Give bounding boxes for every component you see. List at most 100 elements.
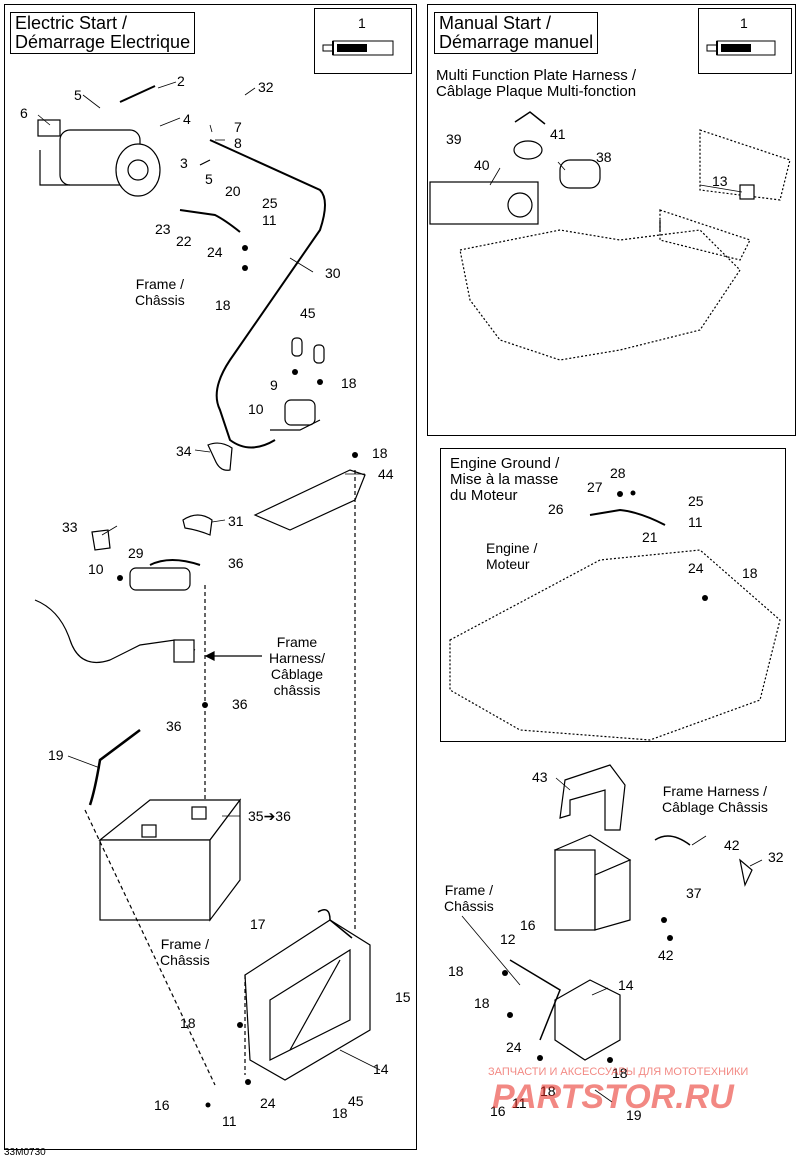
manual-start-panel: [427, 4, 796, 436]
electric-start-panel: [4, 4, 417, 1150]
engine-ground-line3: du Moteur: [450, 487, 518, 504]
frame-harness-label: Frame Harness/ Câblage châssis: [262, 634, 332, 698]
callout-18-f: 18: [742, 565, 758, 581]
mfp-harness-line1: Multi Function Plate Harness /: [436, 67, 637, 84]
battery-strap-43: [559, 764, 626, 831]
callout-29: 29: [128, 545, 144, 561]
callout-42-top: 42: [724, 837, 740, 853]
battery-tray-right: [554, 979, 621, 1061]
callout-31: 31: [228, 513, 244, 529]
callout-42-bottom: 42: [658, 947, 674, 963]
callout-18-b: 18: [341, 375, 357, 391]
callout-37: 37: [686, 885, 702, 901]
callout-1-right: 1: [740, 15, 748, 31]
callout-30: 30: [325, 265, 341, 281]
callout-21: 21: [642, 529, 658, 545]
frame-label-1-line2: Châssis: [135, 292, 185, 308]
engine-label-line1: Engine /: [486, 540, 538, 556]
callout-15: 15: [395, 989, 411, 1005]
callout-32-right: 32: [768, 849, 784, 865]
callout-18-j: 18: [540, 1083, 556, 1099]
callout-11-left-top: 11: [262, 212, 277, 228]
callout-17: 17: [250, 916, 266, 932]
mfp-harness-label: Multi Function Plate Harness / Câblage P…: [436, 68, 636, 100]
frame-harness-line3: Câblage: [270, 666, 324, 682]
callout-20: 20: [225, 183, 241, 199]
frame-label-2: Frame / Châssis: [160, 936, 210, 968]
electric-start-title: Electric Start / Démarrage Electrique: [10, 12, 196, 54]
watermark-tagline: ЗАПЧАСТИ И АКСЕССУАРЫ ДЛЯ МОТОТЕХНИКИ: [488, 1066, 749, 1078]
relay-cable: [129, 559, 201, 591]
callout-25-right: 25: [688, 493, 704, 509]
frame-harness-right-line1: Frame Harness /: [662, 783, 768, 799]
sealant-box-right: [698, 8, 792, 74]
callout-22: 22: [176, 233, 192, 249]
callout-43: 43: [532, 769, 548, 785]
battery: [98, 798, 242, 922]
callout-1-left: 1: [358, 15, 366, 31]
callout-3: 3: [180, 155, 188, 171]
callout-24-left-bottom: 24: [260, 1095, 276, 1111]
battery-tray: [244, 919, 371, 1081]
callout-5-mid: 5: [205, 171, 213, 187]
callout-18-c: 18: [372, 445, 388, 461]
callout-25-left: 25: [262, 195, 278, 211]
callout-10-bottom: 10: [88, 561, 104, 577]
electric-title-line1: Electric Start /: [15, 13, 128, 33]
frame-label-2-line2: Châssis: [160, 952, 210, 968]
callout-45-bottom: 45: [348, 1093, 364, 1109]
diagram-code: 33M0730: [4, 1147, 46, 1158]
frame-label-3-line1: Frame /: [444, 882, 494, 898]
callout-10-top: 10: [248, 401, 264, 417]
callout-36-a: 36: [228, 555, 244, 571]
callout-41: 41: [550, 126, 566, 142]
callout-13: 13: [712, 173, 728, 189]
battery-right: [553, 834, 632, 931]
manual-start-title: Manual Start / Démarrage manuel: [434, 12, 599, 54]
frame-harness-line1: Frame: [276, 634, 318, 650]
manual-title-line1: Manual Start /: [439, 13, 552, 33]
sealant-tube-icon: [706, 40, 776, 56]
callout-6: 6: [20, 105, 28, 121]
callout-24-right-bottom: 24: [506, 1039, 522, 1055]
callout-16-a: 16: [154, 1097, 170, 1113]
callout-18-h: 18: [474, 995, 490, 1011]
engine-ground-line1: Engine Ground /: [450, 455, 560, 472]
engine-label: Engine / Moteur: [486, 540, 537, 572]
callout-18-g: 18: [448, 963, 464, 979]
starter-solenoid: [270, 399, 321, 431]
engine-label-line2: Moteur: [486, 556, 530, 572]
callout-2: 2: [177, 73, 185, 89]
callout-45-top: 45: [300, 305, 316, 321]
callout-39: 39: [446, 131, 462, 147]
callout-35: 35➔36: [248, 808, 291, 824]
callout-27: 27: [587, 479, 603, 495]
callout-18-i: 18: [612, 1065, 628, 1081]
callout-4: 4: [183, 111, 191, 127]
callout-16-c: 16: [490, 1103, 506, 1119]
frame-harness-right-line2: Câblage Châssis: [662, 799, 768, 815]
callout-18-d: 18: [180, 1015, 196, 1031]
electric-title-line2: Démarrage Electrique: [15, 32, 191, 52]
frame-label-3: Frame / Châssis: [444, 882, 494, 914]
callout-18-a: 18: [215, 297, 231, 313]
callout-33: 33: [62, 519, 78, 535]
callout-16-b: 16: [520, 917, 536, 933]
callout-36-b: 36: [232, 696, 248, 712]
callout-32-left: 32: [258, 79, 274, 95]
callout-8: 8: [234, 135, 242, 151]
callout-5-top: 5: [74, 87, 82, 103]
frame-label-3-line2: Châssis: [444, 898, 494, 914]
callout-11-left-bottom: 11: [222, 1113, 237, 1129]
callout-38: 38: [596, 149, 612, 165]
sealant-box-left: [314, 8, 412, 74]
callout-18-e: 18: [332, 1105, 348, 1121]
starter-motor: [37, 119, 161, 197]
mfp-harness-line2: Câblage Plaque Multi-fonction: [436, 83, 637, 100]
decal-40: [429, 181, 539, 225]
callout-14-right: 14: [618, 977, 634, 993]
watermark-brand: PARTSTOR.RU: [492, 1078, 734, 1116]
callout-7: 7: [234, 119, 242, 135]
callout-19-left: 19: [48, 747, 64, 763]
